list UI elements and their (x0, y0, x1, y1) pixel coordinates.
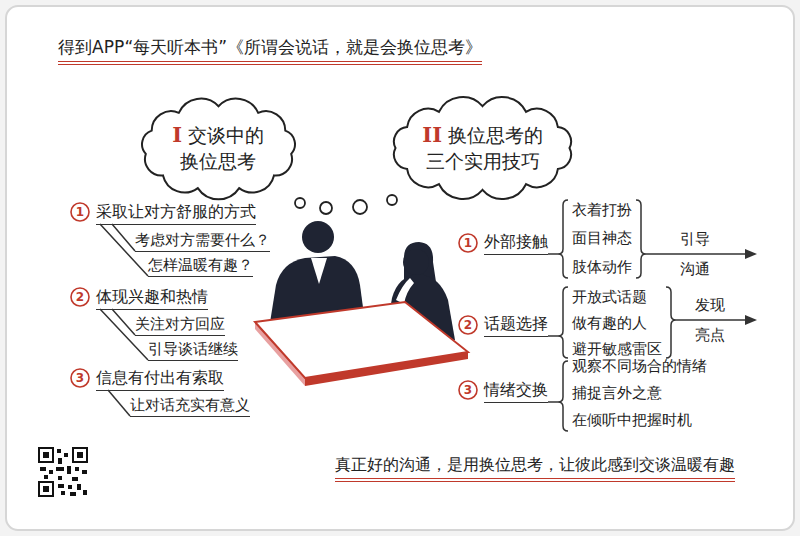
branch-heading: 信息有付出有索取 (96, 368, 224, 391)
arrow-label: 发现 亮点 (695, 290, 727, 350)
qr-module (57, 449, 61, 453)
woman-hand (396, 278, 414, 304)
thought-bubble (295, 198, 305, 208)
qr-module (40, 467, 46, 471)
woman-head (403, 249, 429, 275)
title-text: 得到APP“每天听本书”《所谓会说话，就是会换位思考》 (58, 36, 482, 65)
man-head (302, 221, 334, 253)
number-circle (71, 288, 89, 306)
branch-item: 观察不同场合的情绪 (572, 357, 707, 375)
branch-heading: 体现兴趣和热情 (96, 287, 208, 310)
branch-heading: 外部接触 (484, 232, 548, 255)
qr-module (70, 492, 76, 496)
branch-item: 让对话充实有意义 (130, 396, 250, 417)
callout-number: 2 (76, 291, 84, 303)
qr-module (64, 453, 68, 457)
qr-finder (39, 482, 53, 496)
qr-module (44, 475, 48, 479)
brace (558, 200, 568, 278)
number-circle (459, 381, 477, 399)
leader-line (548, 401, 558, 403)
branch-item: 捕捉言外之意 (572, 384, 662, 402)
thought-cloud: I交谈中的 换位思考 (133, 94, 304, 202)
qr-module (83, 490, 87, 495)
qr-module (56, 467, 64, 471)
arrow-head (745, 249, 757, 259)
number-circle (459, 316, 477, 334)
branch-item: 开放式话题 (572, 288, 647, 306)
branch-heading: 情绪交换 (484, 380, 548, 403)
arrow-label: 引导 沟通 (680, 224, 712, 284)
qr-module (58, 476, 62, 480)
leader-line (108, 390, 130, 416)
cloud-outline (383, 94, 582, 202)
brace (636, 200, 646, 278)
branch-item: 做有趣的人 (572, 314, 647, 332)
number-circle (71, 369, 89, 387)
branch-item: 引导谈话继续 (148, 340, 238, 361)
qr-ground (38, 447, 88, 497)
qr-finder (43, 452, 49, 458)
branch-item: 肢体动作 (572, 258, 632, 276)
callout-number: 3 (76, 372, 84, 384)
branch-item: 怎样温暖有趣？ (148, 256, 253, 277)
qr-module (72, 477, 78, 481)
cloud-outline (133, 94, 304, 202)
roman-numeral: II (422, 122, 442, 147)
qr-finder (73, 448, 87, 462)
cloud-shape (394, 97, 571, 199)
arrow-line (676, 319, 747, 321)
brace (558, 287, 568, 358)
callout-number: 1 (76, 206, 84, 218)
qr-module (61, 491, 65, 495)
qr-module (67, 466, 71, 474)
qr-module (82, 470, 87, 474)
cloud-shape (142, 99, 295, 200)
card-frame (6, 6, 794, 530)
brace (558, 361, 568, 431)
man-shirt (311, 258, 327, 284)
branch-heading: 话题选择 (484, 314, 548, 337)
branch-heading: 采取让对方舒服的方式 (96, 202, 256, 225)
qr-module (49, 470, 53, 474)
caption-text: 真正好的沟通，是用换位思考，让彼此感到交谈温暖有趣 (335, 455, 735, 482)
cloud-label: I交谈中的 换位思考 (168, 122, 269, 174)
qr-finder (39, 448, 53, 462)
branch-item: 面目神态 (572, 229, 632, 247)
arrow-line (646, 253, 747, 255)
arrow-head (745, 315, 757, 325)
callout-number: 2 (464, 319, 472, 331)
thought-bubble (320, 202, 332, 214)
cloud-label: II换位思考的 三个实用技巧 (422, 122, 544, 174)
roman-numeral: I (172, 122, 182, 147)
leader-line (548, 253, 558, 255)
number-circle (71, 203, 89, 221)
thought-bubble (353, 200, 367, 214)
qr-module (58, 458, 62, 464)
qr-finder (43, 486, 49, 492)
qr-module (75, 467, 79, 471)
branch-item: 在倾听中把握时机 (572, 411, 692, 429)
qr-module (77, 484, 81, 490)
cloud-text: 换位思考的 三个实用技巧 (426, 124, 543, 172)
thought-bubble (387, 195, 397, 205)
brace (666, 287, 676, 358)
callout-number: 3 (464, 384, 472, 396)
table-top (255, 302, 468, 378)
qr-finder (77, 452, 83, 458)
number-circle (459, 234, 477, 252)
qr-code (38, 447, 88, 497)
callout-number: 1 (464, 237, 472, 249)
branch-item: 衣着打扮 (572, 201, 632, 219)
branch-item: 考虑对方需要什么？ (135, 231, 270, 252)
qr-module (58, 484, 64, 488)
qr-module (68, 485, 72, 489)
cloud-text: 交谈中的 换位思考 (180, 124, 264, 172)
thought-cloud: II换位思考的 三个实用技巧 (383, 94, 582, 202)
leader-line (548, 335, 558, 337)
branch-item: 避开敏感雷区 (572, 340, 662, 358)
branch-item: 关注对方回应 (135, 315, 225, 336)
